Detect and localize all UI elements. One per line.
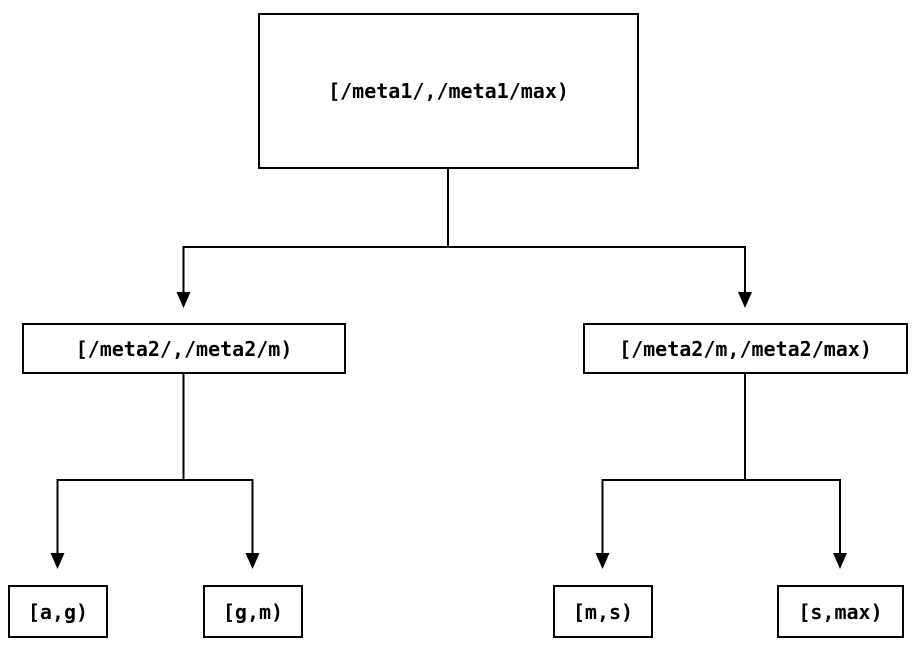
arrowhead-down-icon [176, 292, 191, 308]
arrowhead-down-icon [50, 553, 65, 569]
tree-leaf-ag-label: [a,g) [27, 599, 89, 624]
arrowhead-down-icon [738, 292, 752, 308]
edge-root-to-right [447, 168, 746, 293]
tree-node-level2-right-label: [/meta2/m,/meta2/max) [619, 336, 872, 361]
tree-node-root-label: [/meta1/,/meta1/max) [328, 79, 569, 103]
arrowhead-down-icon [245, 553, 260, 569]
tree-leaf-ms: [m,s) [553, 585, 653, 638]
arrowhead-down-icon [595, 553, 610, 569]
tree-leaf-gm-label: [g,m) [222, 599, 284, 624]
tree-node-root: [/meta1/,/meta1/max) [258, 13, 639, 169]
tree-leaf-ag: [a,g) [8, 585, 108, 638]
tree-node-level2-left: [/meta2/,/meta2/m) [22, 323, 346, 374]
tree-node-level2-right: [/meta2/m,/meta2/max) [583, 323, 908, 374]
edge-left-to-leaf-ag [56, 373, 185, 554]
edge-root-to-left [182, 168, 449, 293]
edge-right-to-leaf-ms [601, 373, 746, 554]
tree-leaf-ms-label: [m,s) [572, 599, 634, 624]
tree-leaf-smax-label: [s,max) [798, 599, 883, 624]
tree-leaf-gm: [g,m) [203, 585, 303, 638]
edge-left-to-leaf-gm [182, 373, 254, 554]
tree-node-level2-left-label: [/meta2/,/meta2/m) [75, 336, 293, 361]
edge-right-to-leaf-smax [744, 373, 841, 554]
arrowhead-down-icon [833, 553, 847, 569]
tree-leaf-smax: [s,max) [777, 585, 904, 638]
